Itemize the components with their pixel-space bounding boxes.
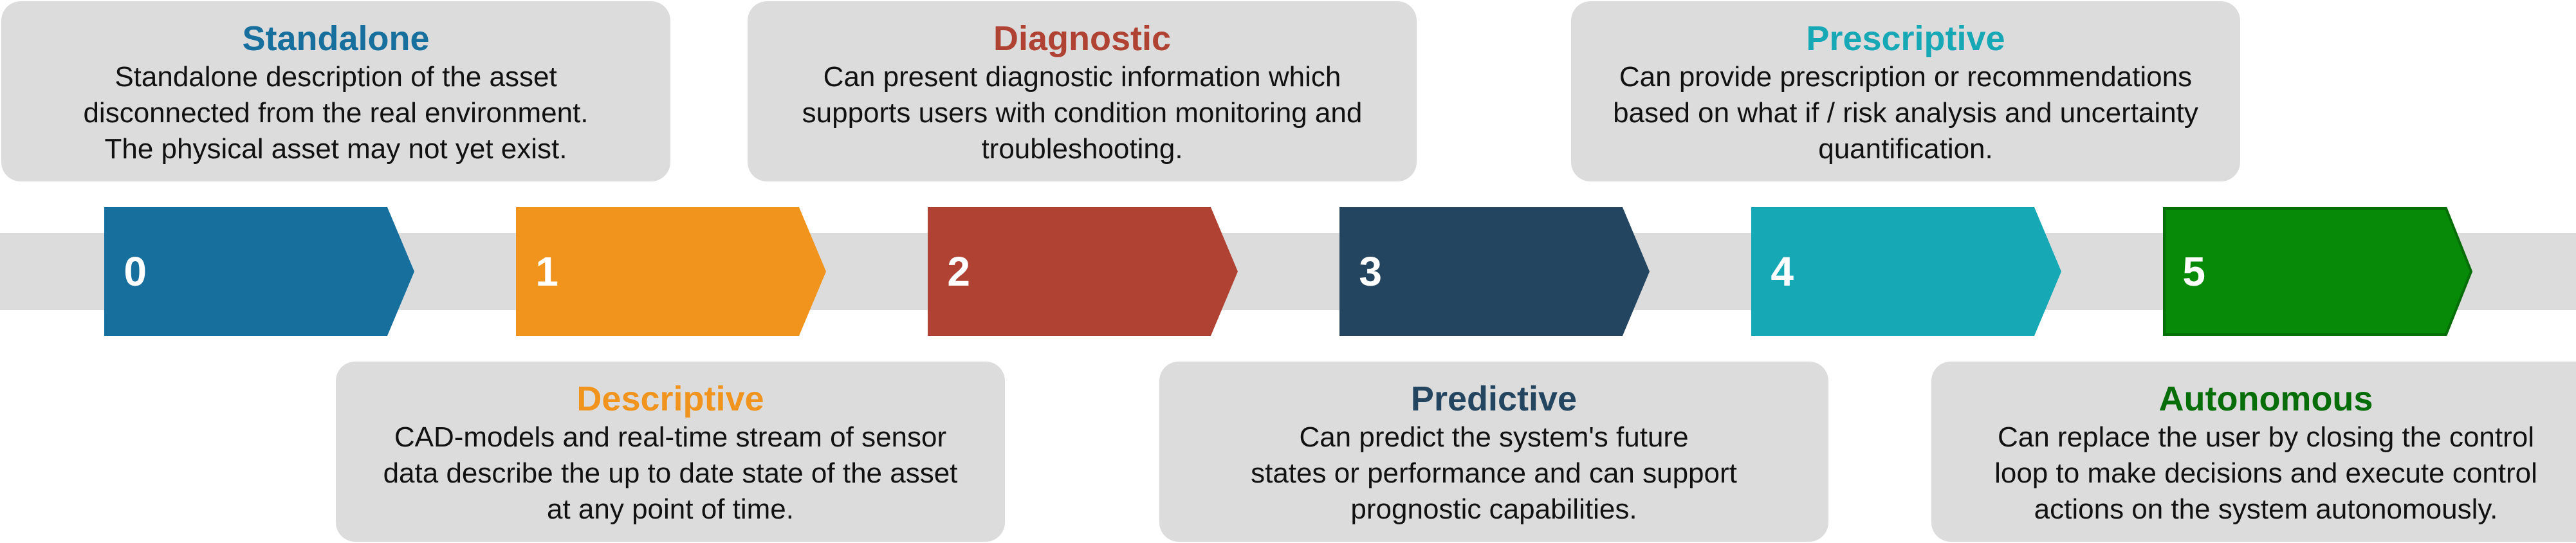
level-number: 2 <box>947 248 970 295</box>
level-4-chevron: 4 <box>1751 207 2061 336</box>
card-description: CAD-models and real-time stream of senso… <box>383 421 958 525</box>
card-description: Can provide prescription or recommendati… <box>1613 61 2198 165</box>
level-number: 4 <box>1771 248 1794 295</box>
card-prescriptive: Prescriptive Can provide prescription or… <box>1571 1 2240 181</box>
card-autonomous: Autonomous Can replace the user by closi… <box>1931 362 2576 542</box>
card-title: Autonomous <box>2158 380 2373 418</box>
card-title: Predictive <box>1410 380 1578 418</box>
level-number: 1 <box>535 248 558 295</box>
level-number: 3 <box>1359 248 1382 295</box>
card-description: Standalone description of the asset disc… <box>83 61 589 165</box>
chevron-shape <box>104 207 414 336</box>
level-0-chevron: 0 <box>104 207 414 336</box>
card-title: Diagnostic <box>993 19 1172 58</box>
level-1-chevron: 1 <box>516 207 826 336</box>
card-description: Can replace the user by closing the cont… <box>1994 421 2537 525</box>
chevron-shape <box>1751 207 2061 336</box>
card-predictive: Predictive Can predict the system's futu… <box>1159 362 1828 542</box>
level-5-chevron: 5 <box>2163 207 2473 336</box>
chevron-shape <box>928 207 1238 336</box>
card-description: Can present diagnostic information which… <box>802 61 1363 165</box>
level-number: 5 <box>2182 248 2205 295</box>
timeline-band <box>0 233 2576 310</box>
level-2-chevron: 2 <box>928 207 1238 336</box>
level-number: 0 <box>124 248 147 295</box>
card-title: Descriptive <box>576 380 764 418</box>
card-description: Can predict the system's future states o… <box>1251 421 1737 525</box>
card-standalone: Standalone Standalone description of the… <box>1 1 670 181</box>
level-3-chevron: 3 <box>1339 207 1650 336</box>
chevron-shape <box>2163 207 2473 336</box>
card-title: Prescriptive <box>1806 19 2005 58</box>
chevron-shape <box>1339 207 1650 336</box>
card-diagnostic: Diagnostic Can present diagnostic inform… <box>748 1 1417 181</box>
card-descriptive: Descriptive CAD-models and real-time str… <box>336 362 1005 542</box>
card-title: Standalone <box>242 19 430 58</box>
chevron-shape <box>516 207 826 336</box>
